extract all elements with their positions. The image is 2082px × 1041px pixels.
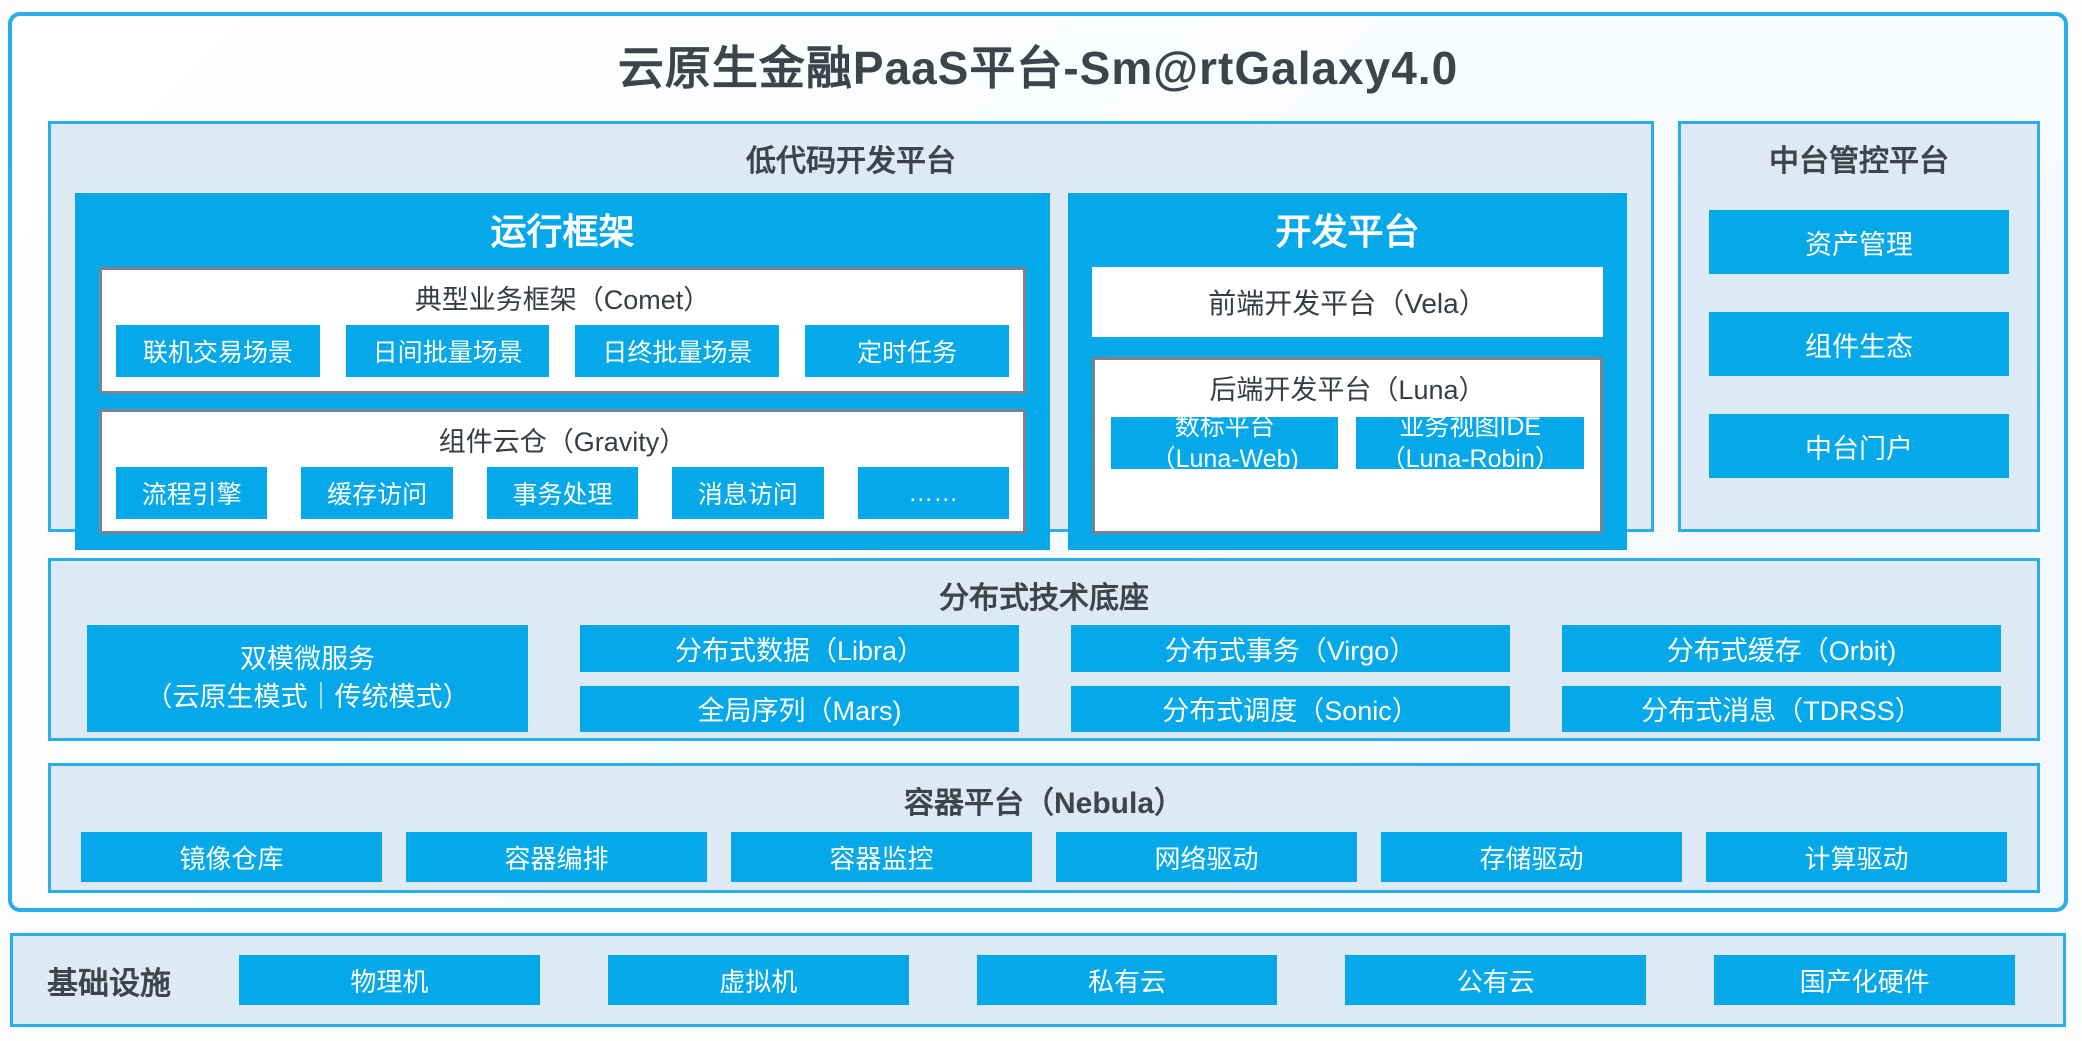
diagram-node: 公有云 [1345, 955, 1647, 1005]
panel-low-code: 低代码开发平台 运行框架 典型业务框架（Comet） 联机交易场景 日间批量场景… [48, 121, 1654, 550]
diagram-node: 全局序列（Mars) [580, 685, 1019, 732]
diagram-node: 日终批量场景 [575, 325, 780, 377]
panel-distributed-base: 分布式技术底座 双模微服务 （云原生模式｜传统模式） 分布式数据（Libra） … [48, 558, 2040, 741]
main-container: 云原生金融PaaS平台-Sm@rtGalaxy4.0 低代码开发平台 运行框架 … [8, 12, 2068, 912]
diagram-node: 日间批量场景 [345, 325, 550, 377]
diagram-node: 中台门户 [1709, 414, 2009, 478]
vela-box: 前端开发平台（Vela） [1091, 267, 1603, 337]
distributed-grid: 双模微服务 （云原生模式｜传统模式） 分布式数据（Libra） 分布式事务（Vi… [51, 617, 2037, 748]
diagram-node: 事务处理 [486, 467, 639, 519]
gravity-chip-row: 流程引擎 缓存访问 事务处理 消息访问 …… [102, 467, 1023, 531]
diagram-node: 资产管理 [1709, 210, 2009, 274]
diagram-node-ellipsis: …… [857, 467, 1009, 519]
top-row: 低代码开发平台 运行框架 典型业务框架（Comet） 联机交易场景 日间批量场景… [48, 121, 2040, 550]
luna-box: 后端开发平台（Luna） 数标平台 （Luna-Web) 业务视图IDE （Lu… [1091, 357, 1603, 534]
diagram-node: 网络驱动 [1056, 832, 1357, 882]
diagram-node: 镜像仓库 [81, 832, 382, 882]
diagram-node: 分布式消息（TDRSS） [1562, 685, 2001, 732]
diagram-node: 物理机 [239, 955, 540, 1005]
diagram-node: 流程引擎 [116, 467, 268, 519]
diagram-node: 业务视图IDE （Luna-Robin） [1356, 413, 1585, 473]
gravity-box: 组件云仓（Gravity） 流程引擎 缓存访问 事务处理 消息访问 …… [99, 409, 1026, 534]
low-code-body: 运行框架 典型业务框架（Comet） 联机交易场景 日间批量场景 日终批量场景 … [51, 180, 1651, 564]
luna-chip-row: 数标平台 （Luna-Web) 业务视图IDE （Luna-Robin） [1095, 413, 1600, 531]
diagram-node: 虚拟机 [607, 955, 909, 1005]
dev-platform-box: 开发平台 前端开发平台（Vela） 后端开发平台（Luna） 数标平台 （Lun… [1067, 193, 1627, 550]
runtime-framework-box: 运行框架 典型业务框架（Comet） 联机交易场景 日间批量场景 日终批量场景 … [75, 193, 1050, 550]
diagram-node: 分布式调度（Sonic） [1071, 685, 1510, 732]
diagram-node: 存储驱动 [1381, 832, 1682, 882]
diagram-node: 分布式事务（Virgo） [1071, 625, 1510, 672]
diagram-node: 国产化硬件 [1714, 955, 2015, 1005]
luna-title: 后端开发平台（Luna） [1209, 375, 1486, 405]
dual-microservice-node: 双模微服务 （云原生模式｜传统模式） [87, 625, 528, 732]
page-title: 云原生金融PaaS平台-Sm@rtGalaxy4.0 [617, 42, 1459, 94]
node-label-line2: （Luna-Robin） [1380, 445, 1560, 473]
diagram-node: 容器编排 [406, 832, 707, 882]
comet-chip-row: 联机交易场景 日间批量场景 日终批量场景 定时任务 [102, 325, 1023, 391]
low-code-title: 低代码开发平台 [746, 145, 956, 178]
mid-platform-title: 中台管控平台 [1769, 145, 1949, 178]
diagram-node: 消息访问 [672, 467, 824, 519]
container-chip-row: 镜像仓库 容器编排 容器监控 网络驱动 存储驱动 计算驱动 [51, 822, 2037, 882]
diagram-node: 容器监控 [731, 832, 1032, 882]
diagram-node: 数标平台 （Luna-Web) [1110, 413, 1339, 473]
node-label-line2: （Luna-Web) [1150, 445, 1299, 473]
diagram-node: 缓存访问 [301, 467, 453, 519]
node-label-line1: 数标平台 [1174, 413, 1275, 441]
node-label-line1: 双模微服务 [240, 643, 375, 674]
diagram-node: 组件生态 [1709, 312, 2009, 376]
distributed-title: 分布式技术底座 [939, 582, 1149, 615]
dev-platform-title: 开发平台 [1275, 211, 1420, 252]
diagram-node: 分布式数据（Libra） [580, 625, 1019, 672]
gravity-title: 组件云仓（Gravity） [438, 427, 687, 457]
node-label-line2: （云原生模式｜传统模式） [145, 681, 470, 712]
container-platform-title: 容器平台（Nebula） [903, 787, 1185, 820]
mid-platform-buttons: 资产管理 组件生态 中台门户 [1681, 210, 2037, 478]
panel-mid-platform: 中台管控平台 资产管理 组件生态 中台门户 [1678, 121, 2040, 532]
diagram-node: 计算驱动 [1706, 832, 2007, 882]
diagram-node: 定时任务 [805, 325, 1009, 377]
diagram-node: 私有云 [976, 955, 1278, 1005]
comet-box: 典型业务框架（Comet） 联机交易场景 日间批量场景 日终批量场景 定时任务 [99, 267, 1026, 394]
infrastructure-title: 基础设施 [47, 965, 171, 1001]
panel-container-platform: 容器平台（Nebula） 镜像仓库 容器编排 容器监控 网络驱动 存储驱动 计算… [48, 763, 2040, 893]
comet-title: 典型业务框架（Comet） [414, 285, 711, 315]
node-label-line1: 业务视图IDE [1399, 413, 1542, 441]
panel-infrastructure: 基础设施 物理机 虚拟机 私有云 公有云 国产化硬件 [10, 933, 2066, 1027]
diagram-node: 分布式缓存（Orbit) [1562, 625, 2001, 672]
diagram-node: 联机交易场景 [116, 325, 320, 377]
runtime-framework-title: 运行框架 [490, 211, 635, 252]
